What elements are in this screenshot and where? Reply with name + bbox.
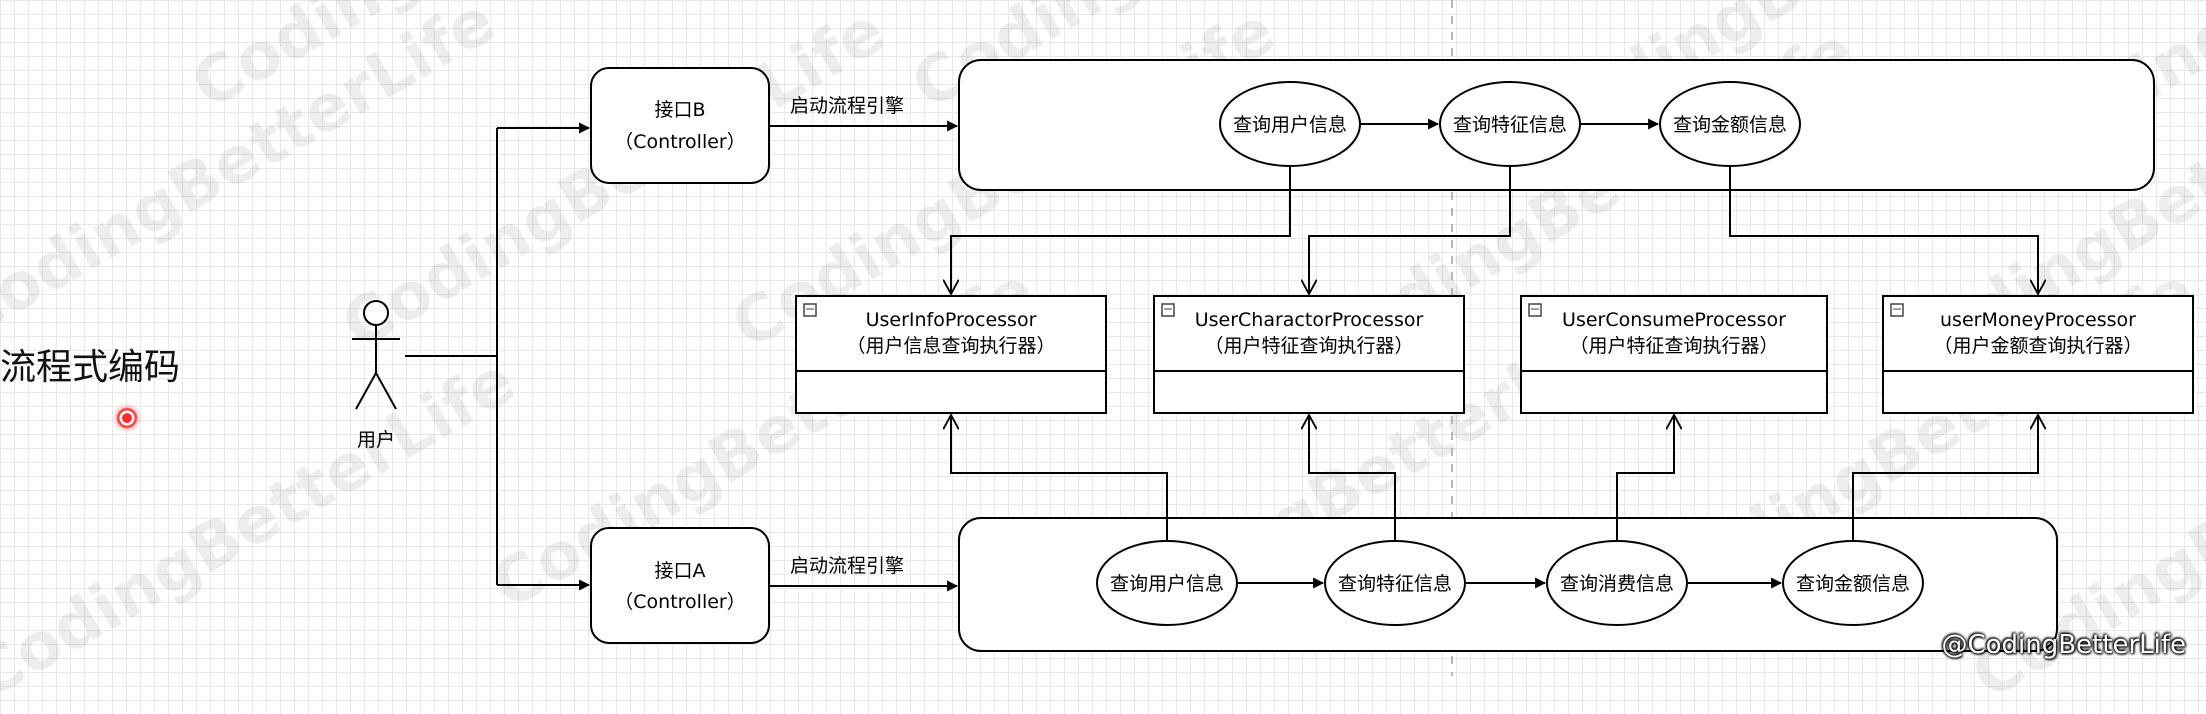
processor-usercharactor[interactable]: UserCharactorProcessor （用户特征查询执行器）: [1153, 295, 1465, 414]
interface-a-box[interactable]: 接口A （Controller）: [590, 527, 770, 644]
flow-a-processor-links: [951, 415, 2038, 541]
processor-desc: （用户金额查询执行器）: [1933, 335, 2142, 357]
processor-usermoney[interactable]: userMoneyProcessor （用户金额查询执行器）: [1882, 295, 2194, 414]
flow-a-node-money[interactable]: 查询金额信息: [1782, 540, 1924, 626]
interface-a-name: 接口A: [655, 560, 706, 582]
actor-head: [363, 300, 389, 326]
flow-a-node-consume[interactable]: 查询消费信息: [1546, 540, 1688, 626]
edge-a-label: 启动流程引擎: [790, 555, 904, 577]
interface-b-box[interactable]: 接口B （Controller）: [590, 67, 770, 184]
processor-userconsume[interactable]: UserConsumeProcessor （用户特征查询执行器）: [1520, 295, 1828, 414]
interface-b-name: 接口B: [654, 99, 705, 121]
processor-desc: （用户特征查询执行器）: [1204, 335, 1413, 357]
actor-connectors: [405, 122, 591, 591]
edge-b-label: 启动流程引擎: [790, 95, 904, 117]
flow-a-node-label: 查询金额信息: [1796, 573, 1910, 595]
flow-b-node-label: 查询用户信息: [1233, 114, 1347, 136]
user-actor[interactable]: [352, 300, 400, 410]
page-title: 流程式编码: [0, 347, 181, 388]
processor-desc: （用户信息查询执行器）: [846, 335, 1055, 357]
processor-name: UserCharactorProcessor: [1195, 309, 1424, 331]
flow-a-node-feature[interactable]: 查询特征信息: [1324, 540, 1466, 626]
cursor-indicator: [112, 403, 142, 433]
processor-name: UserInfoProcessor: [866, 309, 1037, 331]
flow-a-node-user[interactable]: 查询用户信息: [1096, 540, 1238, 626]
processor-userinfo[interactable]: UserInfoProcessor （用户信息查询执行器）: [795, 295, 1107, 414]
flow-b-processor-links: [951, 166, 2038, 294]
interface-a-sub: （Controller）: [614, 591, 745, 613]
actor-label: 用户: [357, 429, 395, 451]
flow-b-node-label: 查询特征信息: [1453, 114, 1567, 136]
flow-a-node-label: 查询消费信息: [1560, 573, 1674, 595]
class-icon: [1890, 303, 1904, 317]
flow-b-node-user[interactable]: 查询用户信息: [1219, 81, 1361, 167]
class-icon: [1528, 303, 1542, 317]
flow-b-node-feature[interactable]: 查询特征信息: [1439, 81, 1581, 167]
flow-b-node-money[interactable]: 查询金额信息: [1659, 81, 1801, 167]
class-icon: [803, 303, 817, 317]
processor-name: userMoneyProcessor: [1940, 309, 2136, 331]
flow-b-node-label: 查询金额信息: [1673, 114, 1787, 136]
credit-watermark: @CodingBetterLife: [1941, 630, 2186, 660]
processor-desc: （用户特征查询执行器）: [1569, 335, 1778, 357]
flow-a-container[interactable]: [958, 517, 2058, 652]
processor-name: UserConsumeProcessor: [1562, 309, 1786, 331]
flow-a-node-label: 查询用户信息: [1110, 573, 1224, 595]
class-icon: [1161, 303, 1175, 317]
flow-a-node-label: 查询特征信息: [1338, 573, 1452, 595]
flow-diagram: 用户 接口B （Controller） 接口A （Controller） 启动流…: [352, 0, 2194, 676]
interface-b-sub: （Controller）: [614, 131, 745, 153]
